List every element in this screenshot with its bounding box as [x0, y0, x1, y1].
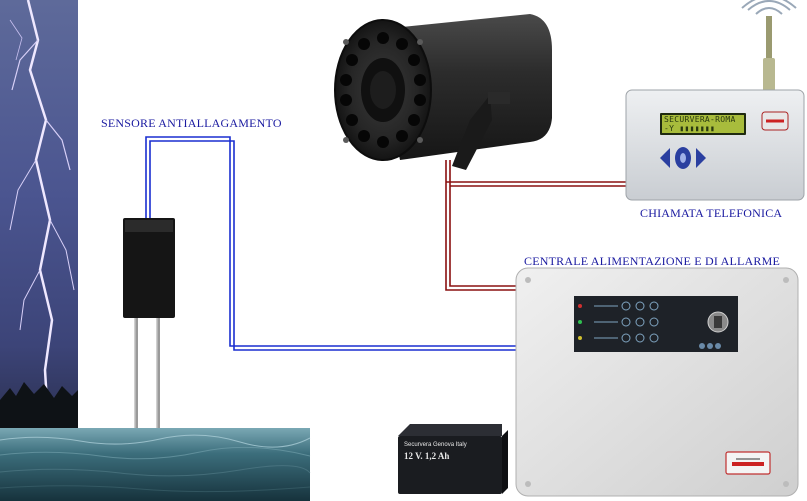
sensor-wire — [145, 136, 516, 351]
control-box — [515, 267, 799, 497]
siren-wire — [445, 160, 628, 291]
dialer-lcd-line2: -Y ▮▮▮▮▮▮▮ — [664, 124, 716, 133]
flood-sensor — [123, 218, 175, 428]
telephone-dialer — [625, 0, 805, 201]
water-background — [0, 428, 311, 501]
battery-brand: Securvera Genova Italy — [404, 442, 467, 448]
control-unit-label: CENTRALE ALIMENTAZIONE E DI ALLARME — [524, 254, 781, 268]
siren — [334, 14, 552, 170]
lightning-background — [0, 0, 78, 432]
battery-rating: 12 V. 1,2 Ah — [404, 451, 450, 461]
dialer-lcd-line1: SECURVERA-ROMA — [664, 115, 736, 124]
phone-call-label: CHIAMATA TELEFONICA — [640, 206, 783, 220]
battery — [398, 424, 508, 494]
sensor-label: SENSORE ANTIALLAGAMENTO — [101, 116, 282, 130]
